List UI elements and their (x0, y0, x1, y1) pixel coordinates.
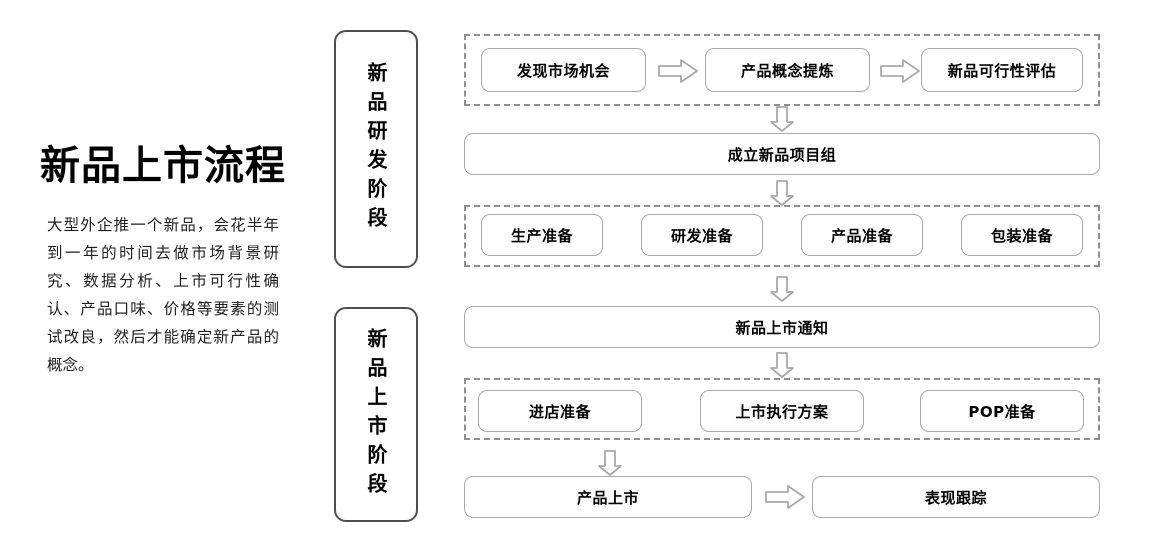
page-title: 新品上市流程 (40, 143, 286, 189)
group-row3 (464, 205, 1100, 267)
box-pop-preparation[interactable]: POP准备 (920, 390, 1084, 432)
stage-label-launch: 新品上市阶段 (334, 307, 418, 522)
stage-label-launch-text: 新品上市阶段 (364, 327, 388, 502)
box-rd-preparation[interactable]: 研发准备 (641, 214, 763, 256)
box-discover-market-opportunity[interactable]: 发现市场机会 (481, 48, 646, 92)
box-product-launch[interactable]: 产品上市 (464, 476, 752, 518)
box-establish-project-team[interactable]: 成立新品项目组 (464, 133, 1100, 175)
stage-label-rd: 新品研发阶段 (334, 30, 418, 268)
box-product-preparation[interactable]: 产品准备 (801, 214, 923, 256)
intro-description: 大型外企推一个新品，会花半年到一年的时间去做市场背景研究、数据分析、上市可行性确… (47, 216, 279, 374)
box-new-product-feasibility-assessment[interactable]: 新品可行性评估 (921, 48, 1083, 92)
box-store-entry-preparation[interactable]: 进店准备 (478, 390, 642, 432)
arrow-down-icon (769, 275, 795, 303)
arrow-down-icon (597, 449, 623, 477)
arrow-down-icon (769, 105, 795, 133)
arrow-down-icon (769, 351, 795, 379)
stage-label-rd-text: 新品研发阶段 (364, 62, 388, 236)
box-production-preparation[interactable]: 生产准备 (481, 214, 603, 256)
arrow-right-icon (879, 58, 921, 84)
group-row5 (464, 378, 1100, 440)
arrow-right-icon (764, 484, 806, 510)
arrow-down-icon (769, 179, 795, 207)
box-launch-execution-plan[interactable]: 上市执行方案 (700, 390, 864, 432)
box-launch-notification[interactable]: 新品上市通知 (464, 306, 1100, 348)
group-row1 (464, 34, 1100, 106)
box-packaging-preparation[interactable]: 包装准备 (961, 214, 1083, 256)
box-performance-tracking[interactable]: 表现跟踪 (812, 476, 1100, 518)
box-product-concept-refinement[interactable]: 产品概念提炼 (705, 48, 870, 92)
arrow-right-icon (657, 58, 699, 84)
